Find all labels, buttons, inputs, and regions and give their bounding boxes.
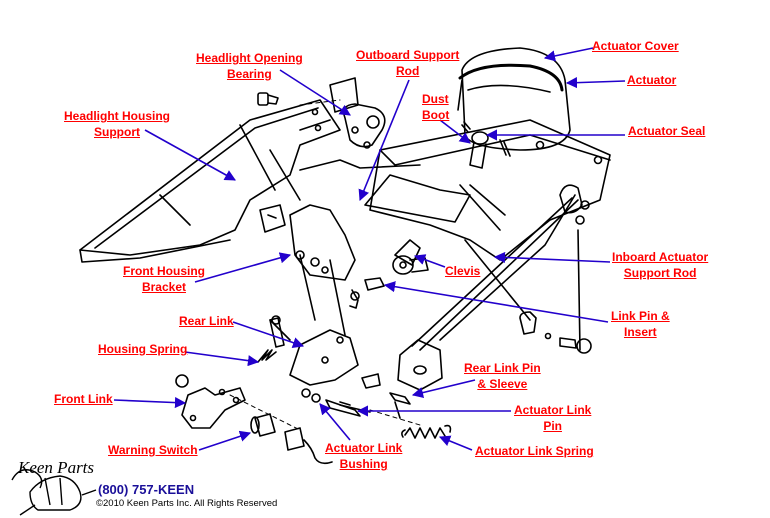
arrow-actuator-link-spring <box>438 435 473 451</box>
label-text: & Sleeve <box>477 377 528 391</box>
label-text: Link Pin & <box>611 309 670 323</box>
label-text: Front Housing <box>123 264 205 278</box>
label-text: Outboard Support <box>356 48 460 62</box>
label-rear-link[interactable]: Rear Link <box>179 313 234 329</box>
guide-lines-part <box>269 254 346 341</box>
arrow-front-link <box>113 396 187 409</box>
arrow-link-pin-insert <box>383 281 609 323</box>
arrow-inboard-actuator-support-rod <box>493 251 611 264</box>
arrow-actuator <box>565 77 626 89</box>
arrow-outboard-support-rod <box>358 79 410 202</box>
label-text: Clevis <box>445 264 481 278</box>
outboard-support-rod-part <box>299 159 421 171</box>
arrow-dust-boot <box>439 119 471 144</box>
label-text: Actuator Cover <box>592 39 679 53</box>
arrow-clevis <box>413 254 446 268</box>
warning-switch-part <box>250 413 333 465</box>
label-text: Rod <box>396 64 420 78</box>
label-text: Rear Link Pin <box>464 361 541 375</box>
arrow-headlight-opening-bearing <box>279 69 351 116</box>
label-text: Inboard Actuator <box>612 250 709 264</box>
label-warning-switch[interactable]: Warning Switch <box>108 442 198 458</box>
label-text: Warning Switch <box>108 443 198 457</box>
keen-parts-logo-text: Keen Parts <box>17 458 94 477</box>
label-text: Boot <box>422 108 450 122</box>
label-text: Pin <box>543 419 562 433</box>
callout-arrows <box>113 47 626 451</box>
front-link-part <box>175 374 246 429</box>
label-text: Housing Spring <box>98 342 188 356</box>
label-text: Headlight Housing <box>64 109 170 123</box>
label-text: Actuator Seal <box>628 124 706 138</box>
label-text: Dust <box>422 92 449 106</box>
arrow-warning-switch <box>198 430 252 451</box>
front-housing-bracket-part <box>259 204 356 281</box>
label-text: Insert <box>623 325 657 339</box>
label-housing-spring[interactable]: Housing Spring <box>98 341 187 357</box>
label-rear-link-pin-sleeve[interactable]: Rear Link Pin & Sleeve <box>464 360 541 392</box>
label-actuator-cover[interactable]: Actuator Cover <box>592 38 679 54</box>
label-link-pin-insert[interactable]: Link Pin & Insert <box>611 308 670 340</box>
actuator-link-spring-part <box>401 424 452 439</box>
arrow-rear-link <box>232 321 305 349</box>
rear-link-part <box>269 315 359 386</box>
label-text: Actuator <box>627 73 677 87</box>
arrow-headlight-housing-support <box>144 129 236 181</box>
arrow-actuator-link-bushing <box>319 403 351 441</box>
label-actuator-link-spring[interactable]: Actuator Link Spring <box>475 443 594 459</box>
label-text: Rear Link <box>179 314 234 328</box>
label-text: Bearing <box>226 67 272 81</box>
label-text: Actuator Link <box>325 441 403 455</box>
link-pin-part <box>349 277 385 309</box>
arrow-housing-spring <box>184 351 260 367</box>
label-text: Support Rod <box>623 266 697 280</box>
label-actuator-seal[interactable]: Actuator Seal <box>628 123 705 139</box>
actuator-link-bushing-part <box>301 388 361 417</box>
arrow-front-housing-bracket <box>194 252 292 283</box>
label-text: Front Link <box>54 392 113 406</box>
rear-link-pin-sleeve-part <box>361 373 411 419</box>
label-text: Actuator Link <box>514 403 592 417</box>
arrow-rear-link-pin-sleeve <box>411 379 476 399</box>
keen-parts-logo <box>11 469 97 516</box>
label-clevis[interactable]: Clevis <box>445 263 480 279</box>
label-front-link[interactable]: Front Link <box>54 391 113 407</box>
main-frame-part <box>364 119 611 261</box>
alignment-lines <box>229 99 421 431</box>
label-text: Headlight Opening <box>196 51 303 65</box>
arrow-actuator-cover <box>543 47 594 62</box>
label-text: Bushing <box>339 457 388 471</box>
housing-spring-part <box>257 349 277 363</box>
phone-number[interactable]: (800) 757-KEEN <box>98 482 195 497</box>
label-text: Bracket <box>141 280 186 294</box>
headlight-opening-bearing-part <box>311 77 386 149</box>
label-actuator[interactable]: Actuator <box>627 72 676 88</box>
clevis-part <box>392 239 429 275</box>
headlight-housing-support-part <box>79 99 341 263</box>
actuator-part <box>457 47 571 151</box>
bolt-part <box>257 92 279 106</box>
label-text: Actuator Link Spring <box>475 444 594 458</box>
label-text: Support <box>94 125 140 139</box>
copyright-notice: ©2010 Keen Parts Inc. All Rights Reserve… <box>96 498 278 509</box>
